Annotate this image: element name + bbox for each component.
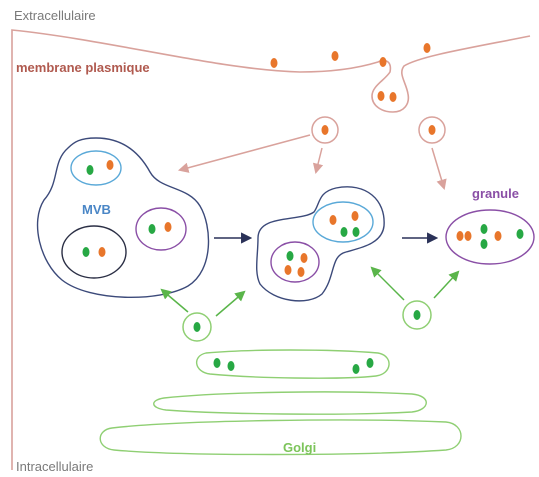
fusion-compartment bbox=[256, 186, 385, 302]
golgi-cisterna-2 bbox=[153, 391, 427, 415]
arrow-vesicle-to-granule bbox=[431, 147, 447, 191]
extracellular-cargo bbox=[270, 43, 431, 102]
intracellular-label: Intracellulaire bbox=[16, 459, 93, 474]
golgi-apparatus bbox=[99, 349, 462, 456]
endocytic-vesicle-right bbox=[418, 116, 446, 144]
mvb bbox=[36, 137, 210, 298]
mvb-label: MVB bbox=[82, 202, 111, 217]
ilv-blue bbox=[70, 150, 122, 186]
arrow-vesicle-to-fusion bbox=[312, 147, 324, 175]
arrow-golgi-vesicle-to-fusion bbox=[215, 290, 246, 317]
golgi-label: Golgi bbox=[283, 440, 316, 455]
ilv-dark bbox=[61, 225, 127, 279]
plasma-membrane bbox=[11, 29, 531, 470]
granule bbox=[445, 209, 535, 265]
arrow-vesicle-to-mvb bbox=[177, 134, 311, 173]
golgi-vesicle-right bbox=[402, 300, 432, 330]
arrow-golgi-vesicle-to-fusion-right bbox=[370, 266, 405, 301]
extracellular-label: Extracellulaire bbox=[14, 8, 96, 23]
ilv-purple bbox=[135, 207, 187, 251]
golgi-vesicle-left bbox=[182, 312, 212, 342]
golgi-cisterna-1 bbox=[196, 349, 390, 379]
granule-label: granule bbox=[472, 186, 519, 201]
arrow-golgi-vesicle-to-mvb bbox=[160, 288, 189, 313]
endocytic-vesicle-left bbox=[311, 116, 339, 144]
golgi-cisterna-3 bbox=[99, 419, 462, 456]
arrow-golgi-vesicle-to-granule bbox=[433, 270, 460, 299]
membrane-label: membrane plasmique bbox=[16, 60, 150, 75]
